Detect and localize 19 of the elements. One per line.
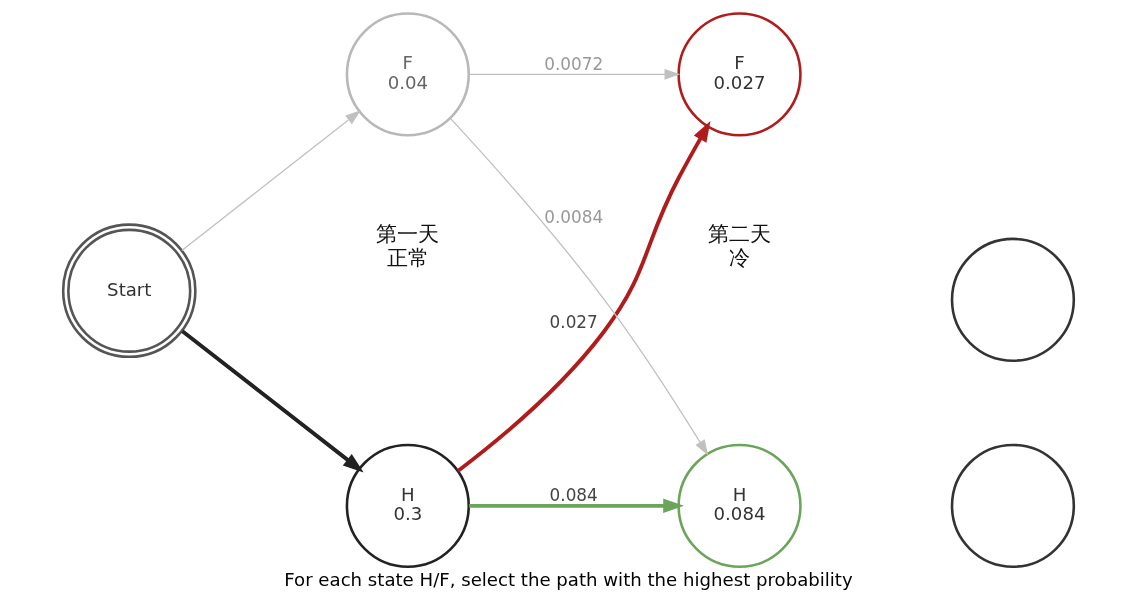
edge-label: 0.084 <box>549 485 598 506</box>
node-circle <box>950 237 1075 362</box>
node-circle <box>950 443 1075 569</box>
node-label: 冷 <box>728 245 750 270</box>
arrow <box>467 68 680 80</box>
edge-label: 0.0084 <box>543 206 603 227</box>
caption: For each state H/F, select the path with the highest probability <box>283 569 853 591</box>
node-circle: H 0.3 <box>345 443 470 569</box>
edge-label: 0.027 <box>549 311 598 332</box>
node-circle: Start <box>61 223 197 359</box>
node-label: 第二天 <box>707 222 771 247</box>
node-circle: F 0.027 <box>676 12 802 137</box>
arrow <box>180 329 364 473</box>
arrow <box>180 110 361 252</box>
node-circle: H 0.084 <box>676 443 802 569</box>
node-label: 正常 <box>386 245 429 270</box>
node-label: 第一天 <box>375 222 439 247</box>
edge-label: 0.0072 <box>543 53 603 74</box>
arrow <box>468 498 684 514</box>
